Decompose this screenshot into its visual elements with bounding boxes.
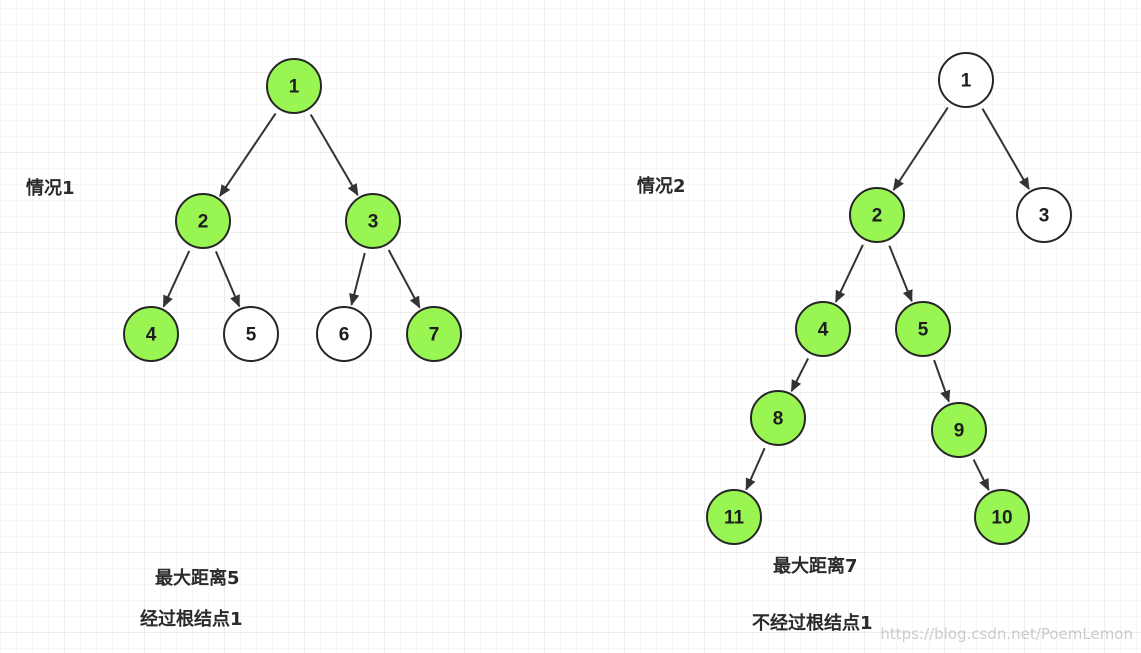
case2-edge-1-3 [981, 108, 1030, 190]
case2-node-8-label: 8 [773, 409, 784, 430]
case2-node-5-circle [895, 301, 951, 357]
case1-node-5-circle [223, 306, 279, 362]
case2-node-11-label: 11 [724, 508, 745, 529]
case1-node-3-circle [345, 193, 401, 249]
case2-node-9-circle [931, 402, 987, 458]
case2-node-2: 2 [849, 187, 905, 243]
case2-node-3: 3 [1016, 187, 1072, 243]
case1-node-6-circle [316, 306, 372, 362]
case2-node-2-label: 2 [872, 206, 883, 227]
case1-node-4: 4 [123, 306, 179, 362]
case2-node-3-circle [1016, 187, 1072, 243]
case2-edge-1-2 [892, 107, 949, 191]
case1-node-1-circle [266, 58, 322, 114]
case2-edge-9-10 [972, 459, 990, 491]
case2-node-4-label: 4 [818, 320, 829, 341]
case1-node-4-label: 4 [146, 325, 157, 346]
case1-node-1-label: 1 [289, 77, 300, 98]
case1-node-7-circle [406, 306, 462, 362]
case1-node-3-label: 3 [368, 212, 379, 233]
case2-edge-2-5 [888, 245, 913, 303]
case1-node-5: 5 [223, 306, 279, 362]
case2-node-10-label: 10 [991, 508, 1012, 529]
case2-node-11: 11 [706, 489, 762, 545]
case1-distance-label: 最大距离5 [155, 568, 240, 589]
case1-node-2-circle [175, 193, 231, 249]
case1-node-6: 6 [316, 306, 372, 362]
case2-node-5-label: 5 [918, 320, 929, 341]
case2-node-4-circle [795, 301, 851, 357]
case2-node-9: 9 [931, 402, 987, 458]
case1-node-6-label: 6 [339, 325, 350, 346]
case2-node-1-label: 1 [961, 71, 972, 92]
watermark: https://blog.csdn.net/PoemLemon [880, 625, 1133, 643]
case2-root-note: 不经过根结点1 [752, 613, 873, 634]
case2-title: 情况2 [637, 176, 686, 197]
case1-node-2: 2 [175, 193, 231, 249]
case2-node-10-circle [974, 489, 1030, 545]
case2-node-11-circle [706, 489, 762, 545]
case2-node-8-circle [750, 390, 806, 446]
case1-edge-1-2 [218, 112, 277, 197]
case2-node-2-circle [849, 187, 905, 243]
case1-node-5-label: 5 [246, 325, 257, 346]
case2-edge-2-4 [834, 244, 864, 303]
case2-node-9-label: 9 [954, 421, 965, 442]
case1-node-7: 7 [406, 306, 462, 362]
case1-title: 情况1 [26, 178, 75, 199]
case1-root-note: 经过根结点1 [140, 609, 243, 630]
case2-node-3-label: 3 [1039, 206, 1050, 227]
case1-edge-3-6 [349, 252, 366, 306]
case1-node-3: 3 [345, 193, 401, 249]
case1-edge-2-4 [162, 250, 191, 308]
case1-node-7-label: 7 [429, 325, 440, 346]
case2-edge-4-8 [790, 357, 809, 393]
case1-edge-1-3 [309, 113, 359, 196]
case2-edge-5-9 [933, 359, 951, 403]
case1-node-4-circle [123, 306, 179, 362]
case2-node-10: 10 [974, 489, 1030, 545]
case2-distance-label: 最大距离7 [773, 556, 858, 577]
case1-edge-2-5 [214, 251, 241, 308]
case2-edge-8-11 [745, 447, 766, 491]
case2-node-1-circle [938, 52, 994, 108]
case2-node-1: 1 [938, 52, 994, 108]
edges-layer [162, 107, 1030, 491]
case1-edge-3-7 [387, 249, 421, 309]
nodes-layer: 1 2 3 4 5 6 7 1 2 3 4 5 8 9 11 10 [123, 52, 1072, 545]
case2-node-8: 8 [750, 390, 806, 446]
case1-node-1: 1 [266, 58, 322, 114]
case2-node-5: 5 [895, 301, 951, 357]
case2-node-4: 4 [795, 301, 851, 357]
case1-node-2-label: 2 [198, 212, 209, 233]
